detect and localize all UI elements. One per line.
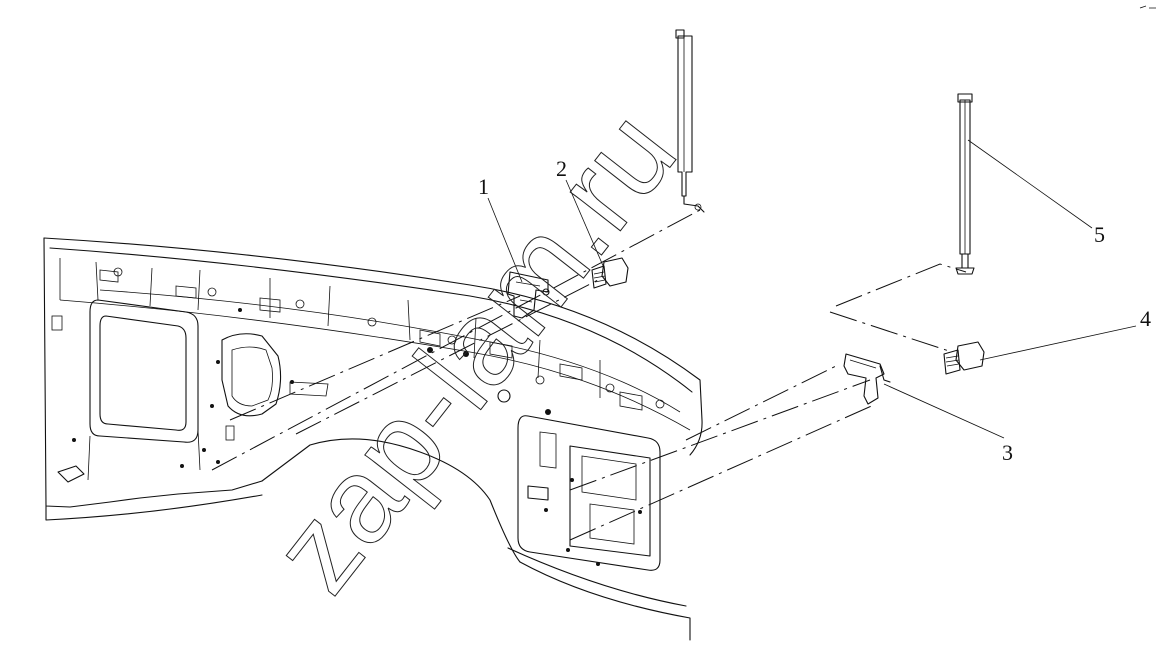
part-4-right-ball-stud (943, 341, 985, 375)
rear-panel-body (43, 237, 703, 641)
right-gas-strut (955, 93, 975, 275)
callout-3: 3 (1002, 440, 1013, 465)
watermark-text: zap-lam.ru (247, 87, 702, 616)
part-1-left-bracket (507, 271, 550, 319)
leader-lines (487, 139, 1137, 439)
left-gas-strut (675, 29, 705, 213)
callout-2: 2 (556, 156, 567, 181)
corner-mark (1139, 5, 1156, 9)
callout-1: 1 (478, 174, 489, 199)
part-3-right-bracket (843, 353, 891, 405)
assembly-center-lines (211, 209, 967, 541)
part-2-left-ball-stud (591, 257, 629, 289)
callout-5: 5 (1094, 222, 1105, 247)
callout-4: 4 (1140, 306, 1151, 331)
